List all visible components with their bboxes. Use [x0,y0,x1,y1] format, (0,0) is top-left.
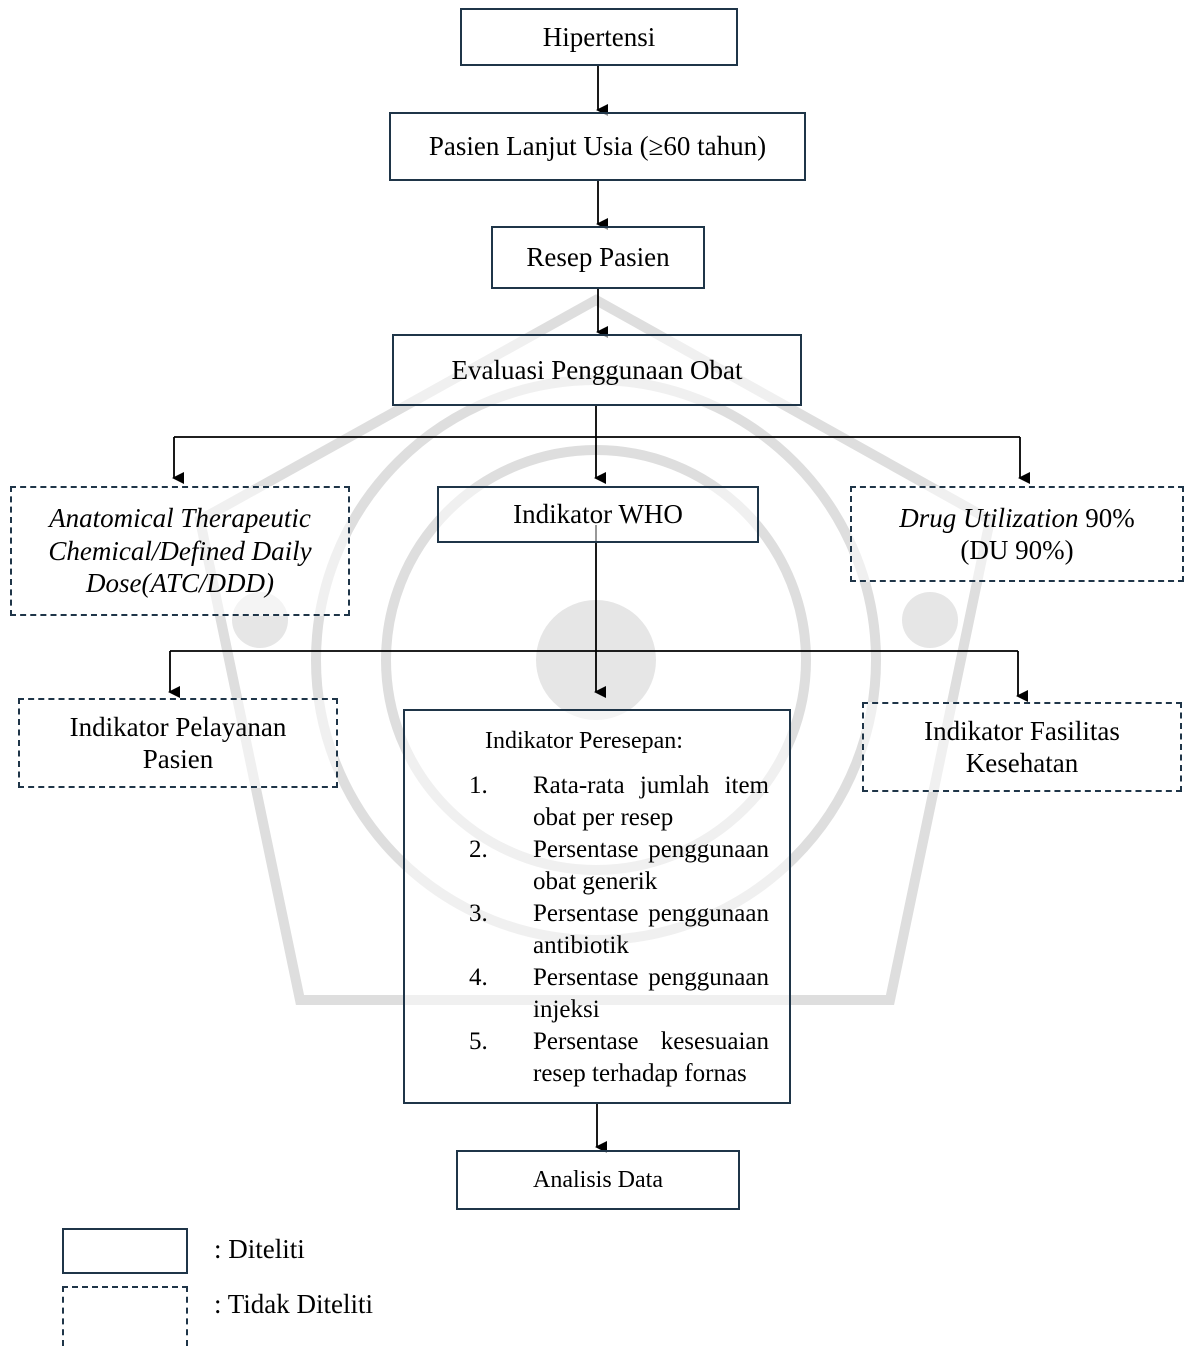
node-atc-ddd: Anatomical Therapeutic Chemical/Defined … [10,486,350,616]
peresepan-item: 4. Persentase penggunaan injeksi [425,962,769,1026]
node-fasilitas-line2: Kesehatan [965,748,1079,778]
node-hipertensi-label: Hipertensi [542,21,656,52]
node-resep-pasien-label: Resep Pasien [526,242,670,273]
node-atc-line1: Anatomical Therapeutic [49,503,311,534]
peresepan-item-number: 1. [469,771,488,799]
node-resep-pasien: Resep Pasien [491,226,705,289]
peresepan-item-number: 5. [469,1027,488,1055]
node-indikator-peresepan: Indikator Peresepan: 1. Rata-rata jumlah… [403,709,791,1104]
peresepan-item-number: 4. [469,963,488,991]
legend-dashed-label: : Tidak Diteliti [214,1289,374,1319]
peresepan-item: 2. Persentase penggunaan obat generik [425,834,769,898]
node-analisis-data: Analisis Data [456,1150,740,1210]
peresepan-item-text: Persentase penggunaan obat generik [533,835,769,895]
node-indikator-pelayanan-pasien: Indikator Pelayanan Pasien [18,698,338,788]
node-du-italic: Drug Utilization [899,502,1079,533]
peresepan-item: 1. Rata-rata jumlah item obat per resep [425,770,769,834]
peresepan-title: Indikator Peresepan: [485,728,683,754]
node-indikator-who-label: Indikator WHO [513,499,683,530]
node-du-rest: 90% [1078,502,1135,533]
node-atc-line2: Chemical/Defined Daily [48,535,312,566]
node-pelayanan-line2: Pasien [142,744,214,774]
node-pelayanan-line1: Indikator Pelayanan [69,711,287,742]
node-indikator-who: Indikator WHO [437,486,759,543]
node-pasien-lanjut-usia-label: Pasien Lanjut Usia (≥60 tahun) [428,131,767,162]
peresepan-list: 1. Rata-rata jumlah item obat per resep … [425,770,769,1090]
peresepan-item: 5. Persentase kesesuaian resep terhadap … [425,1026,769,1090]
peresepan-item-text: Rata-rata jumlah item obat per resep [533,771,769,831]
peresepan-item-number: 3. [469,899,488,927]
node-analisis-data-label: Analisis Data [533,1166,663,1193]
peresepan-item-text: Persentase kesesuaian resep terhadap for… [533,1027,769,1087]
legend-dashed-swatch [62,1286,188,1346]
node-fasilitas-line1: Indikator Fasilitas [924,715,1120,746]
node-drug-utilization: Drug Utilization 90% (DU 90%) [850,486,1184,582]
node-evaluasi-label: Evaluasi Penggunaan Obat [451,354,743,385]
legend-solid-label: : Diteliti [214,1234,305,1264]
legend-solid-swatch [62,1228,188,1274]
node-du-line1: Drug Utilization 90% [899,502,1135,534]
node-du-line2: (DU 90%) [960,535,1074,565]
peresepan-item-text: Persentase penggunaan antibiotik [533,899,769,959]
node-atc-line3: Dose(ATC/DDD) [86,568,274,599]
peresepan-item-text: Persentase penggunaan injeksi [533,963,769,1023]
node-hipertensi: Hipertensi [460,8,738,66]
peresepan-item: 3. Persentase penggunaan antibiotik [425,898,769,962]
node-evaluasi-penggunaan-obat: Evaluasi Penggunaan Obat [392,334,802,406]
node-indikator-fasilitas-kesehatan: Indikator Fasilitas Kesehatan [862,702,1182,792]
peresepan-item-number: 2. [469,835,488,863]
node-pasien-lanjut-usia: Pasien Lanjut Usia (≥60 tahun) [389,112,806,181]
